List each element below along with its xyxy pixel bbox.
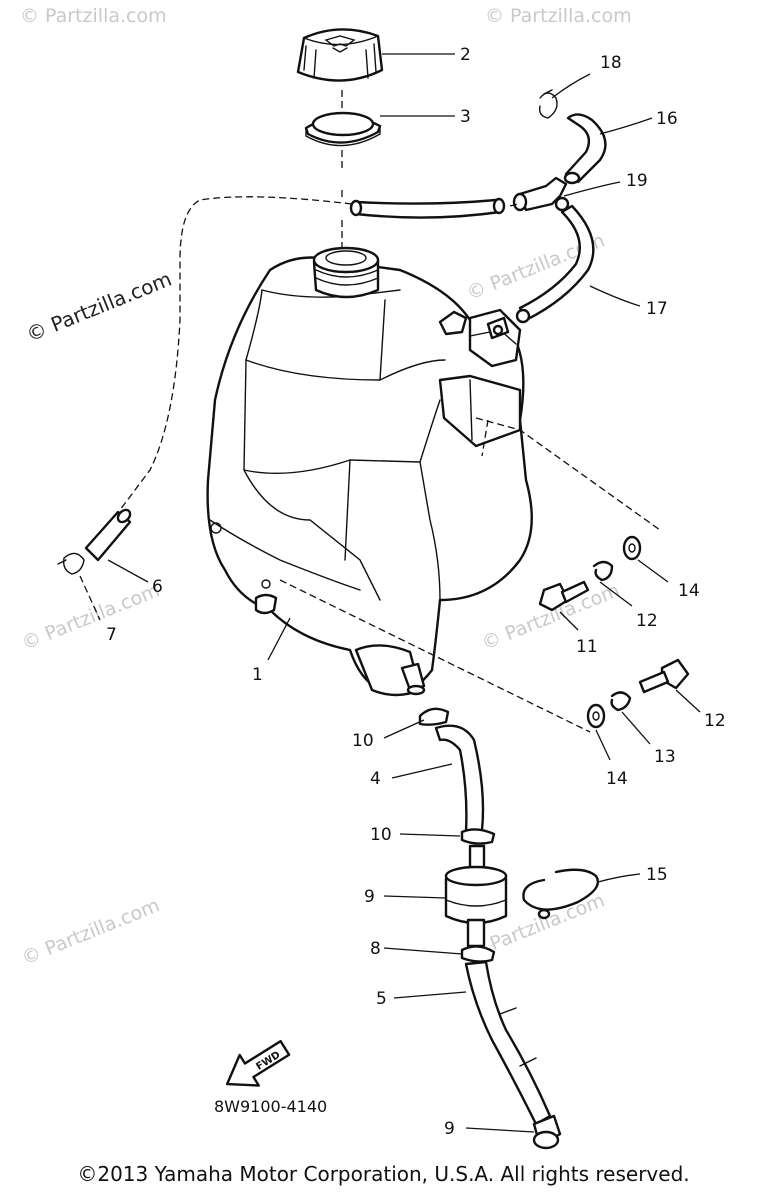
breather-joint-18 — [512, 176, 570, 212]
callout-19: 17 — [646, 299, 668, 319]
forward-arrow-icon: FWD — [225, 1039, 291, 1087]
clip-7 — [57, 552, 85, 575]
fuel-hose-5 — [464, 960, 552, 1126]
callout-18: 19 — [626, 171, 648, 191]
leader-lines — [107, 53, 701, 1133]
breather-hose-19 — [515, 204, 595, 324]
callout-2: 2 — [460, 45, 471, 65]
callout-10-lower: 10 — [370, 825, 392, 845]
fuel-hose-4 — [434, 724, 485, 834]
callout-15: 15 — [646, 865, 668, 885]
clip-17 — [538, 89, 558, 119]
callout-1: 1 — [252, 665, 263, 685]
breather-hose-16 — [563, 113, 607, 185]
filler-neck — [312, 246, 380, 299]
hose-6 — [84, 508, 132, 562]
callout-14-upper: 14 — [678, 581, 700, 601]
lock-washer-13-lower — [610, 691, 632, 712]
callout-4: 4 — [370, 769, 381, 789]
callout-6: 6 — [152, 577, 163, 597]
watermark: © Partzilla.com — [20, 5, 167, 27]
drawing-code: 8W9100-4140 — [214, 1097, 327, 1116]
callout-17: 18 — [600, 53, 622, 73]
copyright-notice: ©2013 Yamaha Motor Corporation, U.S.A. A… — [77, 1162, 690, 1186]
callout-11: 9 — [364, 887, 375, 907]
breather-nipple — [486, 316, 510, 340]
callout-8: 8 — [370, 939, 381, 959]
callout-12-upper: 11 — [576, 637, 598, 657]
callout-3: 3 — [460, 107, 471, 127]
fuel-outlet — [400, 662, 426, 696]
callout-7: 7 — [106, 625, 117, 645]
tank-cap — [296, 28, 384, 82]
washer-14-upper — [622, 535, 642, 561]
watermark: © Partzilla.com — [19, 579, 163, 654]
watermark-dark: © Partzilla.com — [23, 267, 175, 347]
callout-10-upper: 10 — [352, 731, 374, 751]
clip-10-lower — [460, 828, 496, 845]
fuel-tank — [206, 256, 533, 697]
washer-14-lower — [586, 703, 606, 729]
hose-clamp-15 — [522, 868, 600, 920]
callouts: 2 3 18 16 19 17 6 7 1 11 12 14 12 13 14 … — [106, 45, 726, 1139]
watermark: © Partzilla.com — [485, 5, 632, 27]
fuel-filter-11 — [444, 844, 508, 948]
callout-13-upper: 12 — [636, 611, 658, 631]
callout-13-lower: 13 — [654, 747, 676, 767]
callout-5: 5 — [376, 989, 387, 1009]
cap-gasket — [304, 111, 382, 147]
callout-14-lower: 14 — [606, 769, 628, 789]
callout-9: 9 — [444, 1119, 455, 1139]
callout-16: 16 — [656, 109, 678, 129]
watermark: © Partzilla.com — [19, 894, 163, 969]
callout-12-lower: 12 — [704, 711, 726, 731]
clip-8 — [460, 945, 496, 963]
bolt-12-lower — [638, 658, 690, 694]
clip-10-upper — [418, 707, 450, 726]
fitting-9 — [532, 1114, 562, 1150]
bolt-12-upper — [538, 580, 590, 612]
breather-tube-long — [349, 197, 519, 219]
lock-washer-13-upper — [592, 560, 614, 582]
